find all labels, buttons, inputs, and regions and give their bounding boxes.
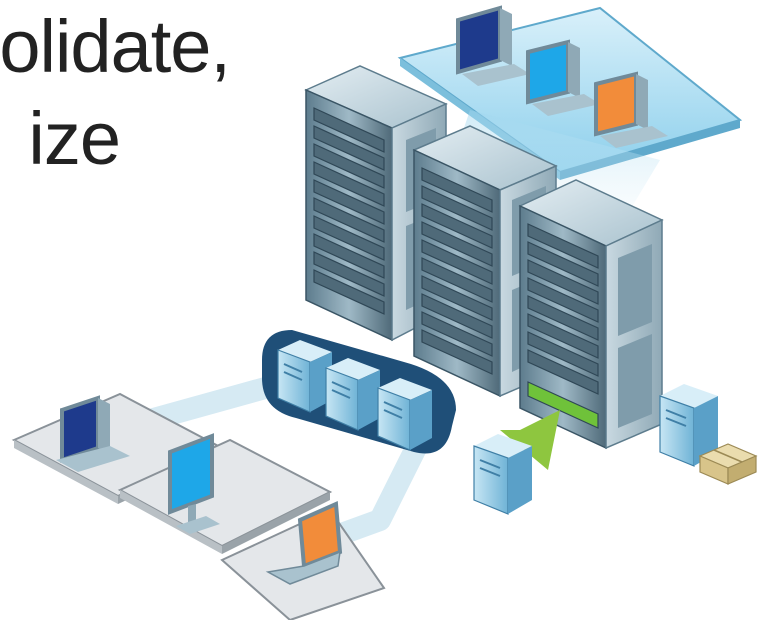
- flat-monitor-icon: [168, 433, 220, 534]
- desktop-monitor-icon: [526, 39, 600, 116]
- activity-lights: [527, 381, 599, 429]
- package-icon: [698, 443, 758, 485]
- selection-beam: [500, 410, 560, 470]
- laptop-icon: [265, 501, 343, 585]
- headline-line-2: ize: [28, 97, 121, 180]
- client-laptop: [220, 501, 386, 620]
- desktop-monitor-icon: [456, 5, 530, 86]
- desktop-monitor-icon: [56, 395, 130, 472]
- headline: olidate, ize: [0, 0, 260, 200]
- tower-server-icon: [659, 384, 718, 467]
- tower-server-icon: [473, 434, 532, 515]
- server-pool: [262, 330, 456, 454]
- tower-server-icon: [377, 378, 432, 451]
- tower-server-icon: [325, 358, 380, 431]
- headline-line-1: olidate,: [0, 5, 231, 88]
- client-flat-monitor: [117, 433, 333, 554]
- desktop-monitor-icon: [594, 71, 668, 148]
- tower-server-icon: [277, 340, 332, 413]
- rack-server-icon: [518, 179, 664, 450]
